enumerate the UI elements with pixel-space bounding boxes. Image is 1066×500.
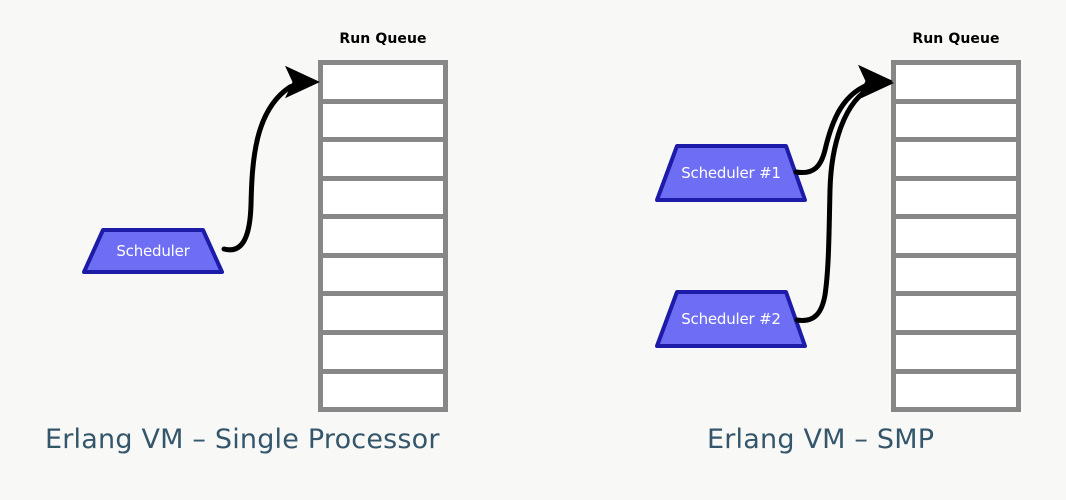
scheduler-label: Scheduler #1 [681,163,781,182]
scheduler-shape-scheduler-1[interactable]: Scheduler #1 [655,144,807,202]
queue-cell-1 [323,65,443,99]
run-queue-left [318,60,448,412]
scheduler-label: Scheduler [116,241,190,260]
scheduler-shape-scheduler[interactable]: Scheduler [82,228,224,274]
queue-cell-4 [323,180,443,215]
arrow-scheduler-2-to-queue [794,66,895,323]
queue-cell-3 [896,142,1016,176]
run-queue-right [891,60,1021,412]
run-queue-label: Run Queue [912,31,1000,47]
queue-cell-7 [323,296,443,330]
arrow-scheduler-to-queue [221,65,321,253]
panel-smp: Run Queue Scheduler #1 Scheduler #2 [533,0,1066,500]
queue-cell-5 [323,219,443,253]
queue-cell-8 [323,334,443,369]
scheduler-label: Scheduler #2 [681,309,781,328]
scheduler-shape-scheduler-2[interactable]: Scheduler #2 [655,290,807,348]
queue-cell-9 [896,373,1016,408]
caption-smp: Erlang VM – SMP [707,424,935,455]
queue-cell-6 [323,257,443,292]
queue-cell-7 [896,296,1016,330]
queue-cell-2 [323,103,443,138]
arrow-scheduler-1-to-queue [793,64,894,176]
queue-cell-3 [323,142,443,176]
queue-cell-8 [896,334,1016,369]
queue-cell-5 [896,219,1016,253]
queue-cell-4 [896,180,1016,215]
queue-cell-6 [896,257,1016,292]
queue-cell-2 [896,103,1016,138]
trapezoid-icon [655,290,807,348]
caption-single-processor: Erlang VM – Single Processor [45,424,440,455]
queue-cell-1 [896,65,1016,99]
panel-single-processor: Run Queue Scheduler Erlang VM – Single P… [45,31,448,455]
run-queue-label: Run Queue [339,31,427,47]
queue-cell-9 [323,373,443,408]
trapezoid-icon [82,228,224,274]
